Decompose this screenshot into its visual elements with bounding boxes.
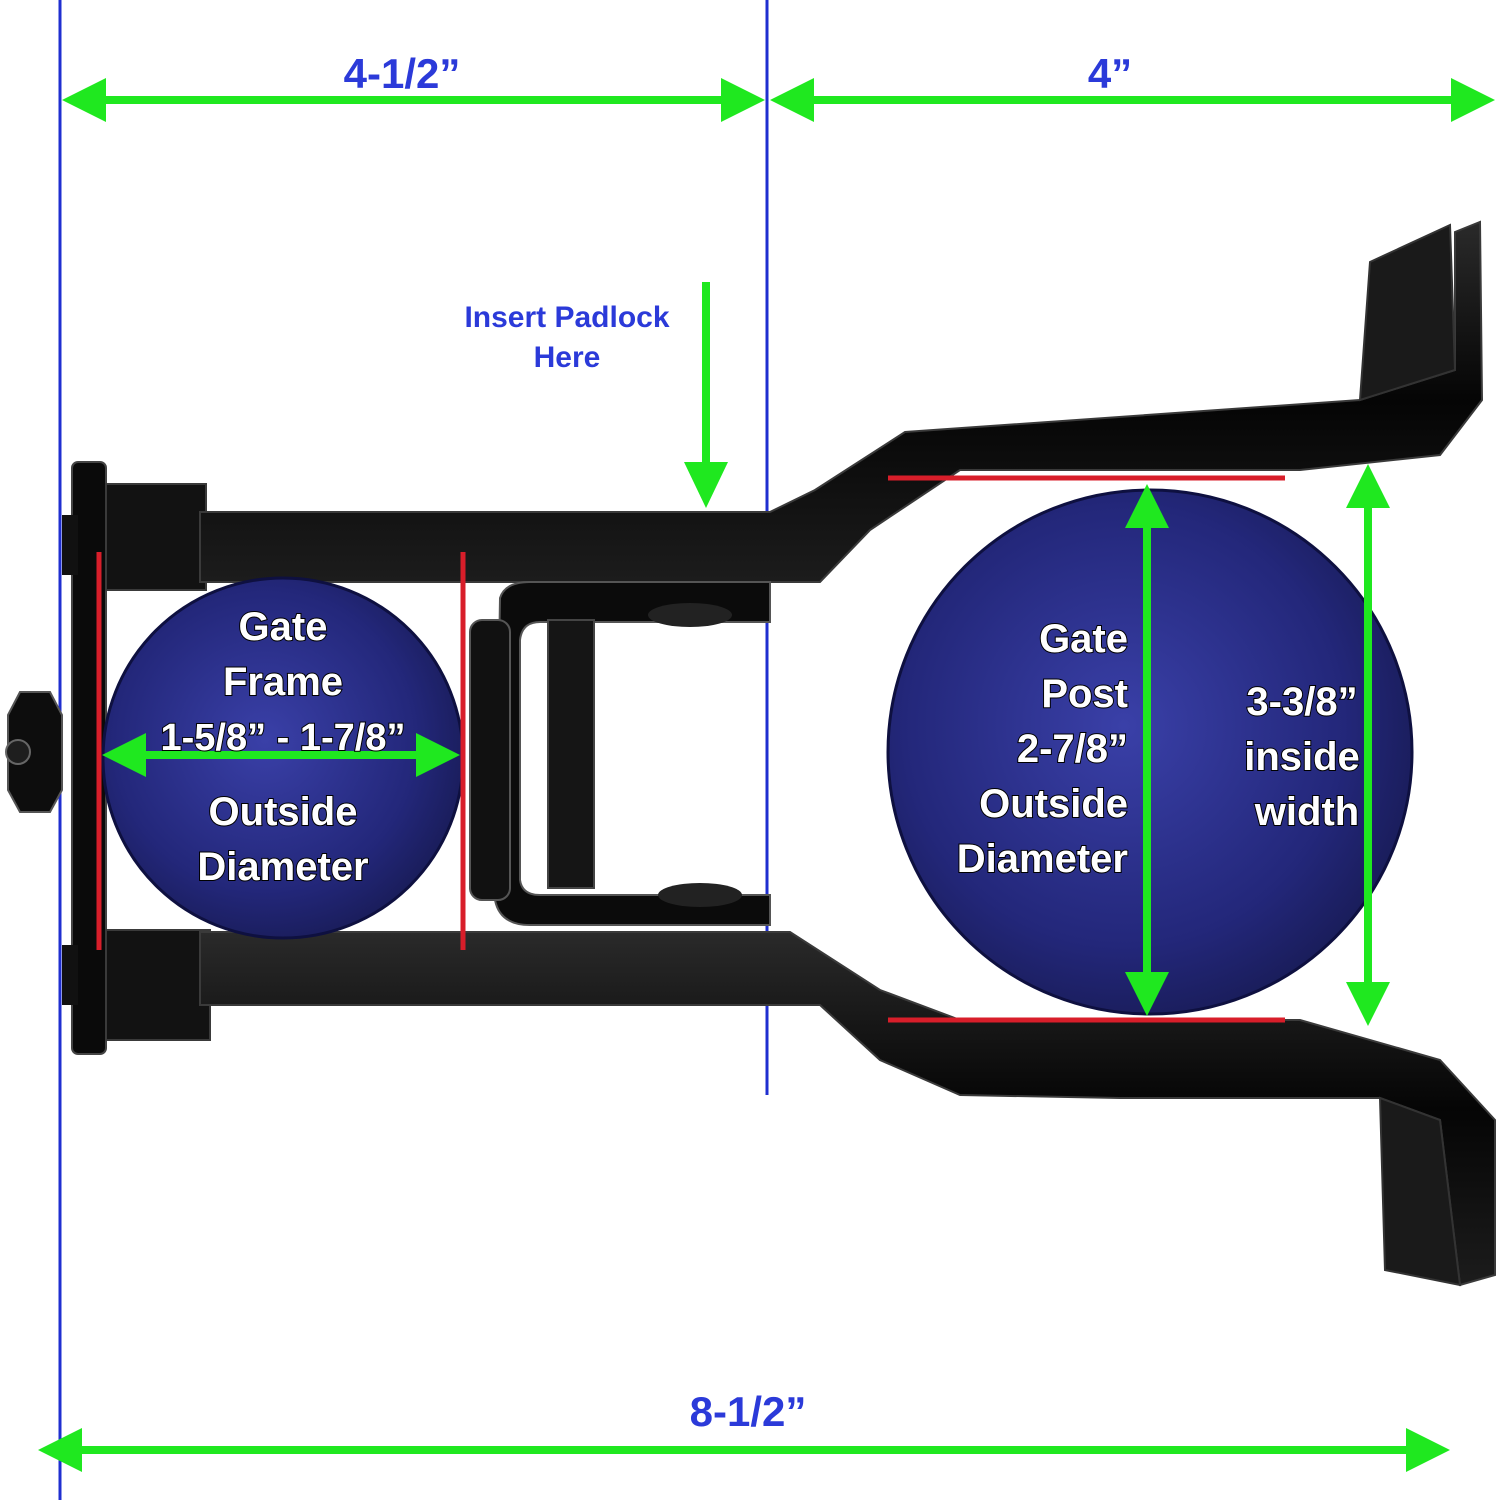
dimension-arrows	[38, 78, 1495, 1472]
overall-width-label: 8-1/2”	[690, 1388, 807, 1435]
padlock-note-line2: Here	[534, 341, 601, 374]
inside-width-line3: width	[1254, 790, 1359, 834]
gate-post-line3: 2-7/8”	[1017, 727, 1128, 771]
gate-post-line1: Gate	[1039, 617, 1128, 661]
right-width-label: 4”	[1088, 50, 1132, 97]
lower-arm	[199, 931, 1496, 1287]
inside-width-line1: 3-3/8”	[1246, 680, 1357, 724]
gate-frame-line4: Outside	[209, 790, 358, 834]
gate-frame-line3: 1-5/8” - 1-7/8”	[161, 717, 406, 759]
padlock-note-line1: Insert Padlock	[464, 301, 669, 334]
left-width-label: 4-1/2”	[344, 50, 461, 97]
gate-frame-line2: Frame	[223, 660, 343, 704]
upper-arm	[199, 220, 1484, 583]
latch-u-bracket	[493, 581, 771, 926]
gate-post-line4: Outside	[979, 782, 1128, 826]
gate-frame-line5: Diameter	[197, 845, 368, 889]
gate-post-line5: Diameter	[957, 837, 1128, 881]
gate-post-line2: Post	[1041, 672, 1128, 716]
inside-width-line2: inside	[1244, 735, 1360, 779]
gate-frame-line1: Gate	[239, 605, 328, 649]
bolt-nut-icon	[7, 691, 63, 813]
